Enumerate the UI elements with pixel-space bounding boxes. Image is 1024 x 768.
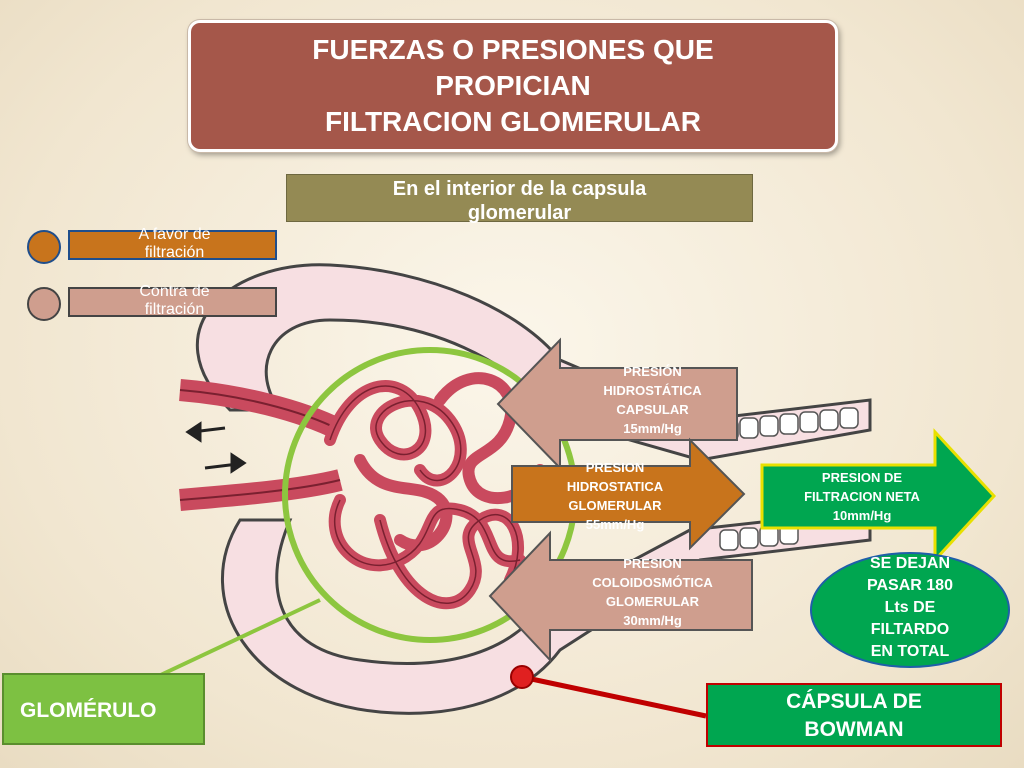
filtrate-oval-text: SE DEJAN PASAR 180 Lts DE FILTARDO EN TO… — [810, 553, 1010, 663]
oval-line-5: EN TOTAL — [870, 643, 950, 660]
bowman-pointer — [521, 674, 707, 719]
capsular-line-4: 15mm/Hg — [623, 421, 682, 436]
oval-line-3: Lts DE — [884, 599, 936, 616]
legend-favor-swatch — [27, 230, 61, 264]
legend-contra-box: Contra de filtración — [68, 283, 277, 318]
arrow-capsular-label: PRESIÓN HIDROSTÁTICA CAPSULAR 15mm/Hg — [570, 362, 735, 438]
bowman-pointer-dot — [510, 665, 534, 689]
title-line-3: FILTRACION GLOMERULAR — [325, 106, 701, 137]
arrow-glomerular-label: PRESION HIDROSTATICA GLOMERULAR 55mm/Hg — [535, 458, 695, 534]
capsular-line-2: HIDROSTÁTICA — [603, 383, 702, 398]
title-line-2: PROPICIAN — [435, 70, 591, 101]
glomerulo-pointer — [149, 598, 321, 682]
coloidosmotica-line-1: PRESION — [623, 556, 682, 571]
filtrate-oval — [810, 552, 1010, 668]
glomerular-line-1: PRESION — [585, 460, 645, 475]
glomerular-line-3: GLOMERULAR — [568, 498, 662, 513]
coloidosmotica-line-4: 30mm/Hg — [623, 613, 682, 628]
legend-contra-line-1: Contra de — [139, 283, 210, 300]
title-line-1: FUERZAS O PRESIONES QUE — [312, 34, 714, 65]
glomerulo-label-box: GLOMÉRULO — [2, 673, 205, 745]
glomerulo-label: GLOMÉRULO — [20, 699, 157, 722]
neta-line-2: FILTRACION NETA — [804, 489, 920, 504]
flow-arrows — [185, 421, 247, 474]
legend-favor-line-2: filtración — [144, 244, 205, 261]
glomerular-line-4: 55mm/Hg — [585, 517, 645, 532]
bowman-label-box: CÁPSULA DE BOWMAN — [706, 683, 1002, 747]
coloidosmotica-line-2: COLOIDOSMÓTICA — [592, 575, 713, 590]
capsular-line-1: PRESIÓN — [623, 364, 682, 379]
oval-line-1: SE DEJAN — [869, 555, 951, 572]
oval-line-2: PASAR 180 — [867, 577, 953, 594]
legend-contra-swatch — [27, 287, 61, 321]
tubule-cells — [719, 407, 859, 551]
arrow-glomerular — [511, 437, 746, 551]
arrow-neta — [760, 428, 997, 564]
subtitle-line-2: glomerular — [467, 202, 572, 224]
arrow-neta-label: PRESION DE FILTRACION NETA 10mm/Hg — [772, 468, 952, 525]
bowman-label-line-2: BOWMAN — [804, 718, 904, 741]
legend-favor-box: A favor de filtración — [68, 226, 277, 261]
arrow-coloidosmotica-label: PRESION COLOIDOSMÓTICA GLOMERULAR 30mm/H… — [555, 554, 750, 630]
arrow-capsular — [496, 337, 738, 471]
title-box: FUERZAS O PRESIONES QUE PROPICIAN FILTRA… — [188, 20, 838, 152]
subtitle-line-1: En el interior de la capsula — [392, 178, 647, 200]
capsular-line-3: CAPSULAR — [616, 402, 689, 417]
bowman-label-line-1: CÁPSULA DE — [786, 690, 922, 713]
subtitle-box: En el interior de la capsula glomerular — [286, 174, 753, 224]
legend-contra-line-2: filtración — [144, 301, 205, 318]
neta-line-1: PRESION DE — [821, 470, 903, 485]
legend-favor-line-1: A favor de — [138, 226, 211, 243]
neta-line-3: 10mm/Hg — [832, 508, 892, 523]
coloidosmotica-line-3: GLOMERULAR — [605, 594, 700, 609]
glomerular-line-2: HIDROSTATICA — [566, 479, 664, 494]
oval-line-4: FILTARDO — [870, 621, 950, 638]
arrow-coloidosmotica — [488, 530, 753, 663]
